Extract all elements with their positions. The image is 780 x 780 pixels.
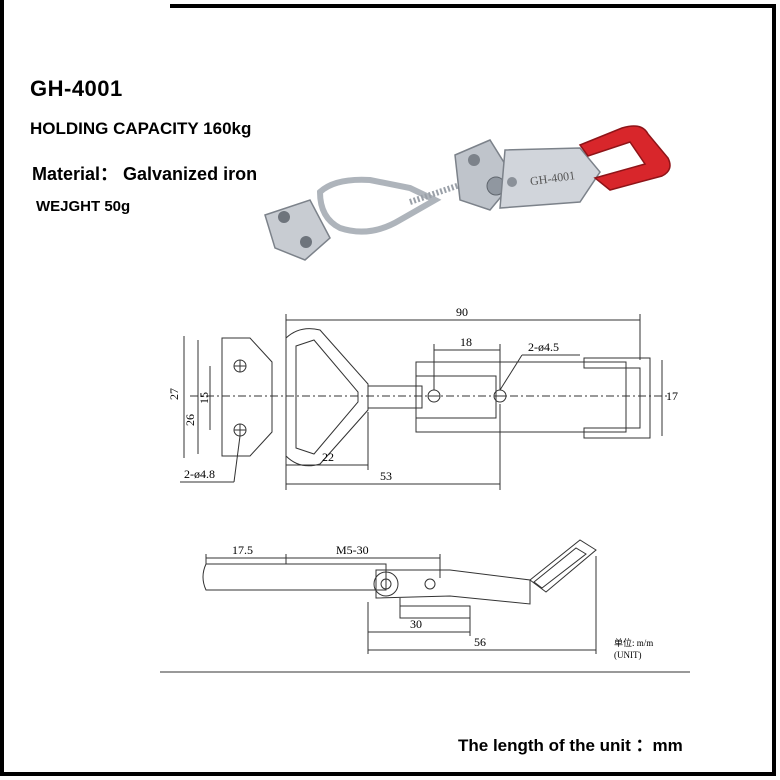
material-text: Material： Galvanized iron [32,164,258,184]
frame-left-border [0,0,4,776]
dim-height-right: 17 [666,389,678,403]
dim-base-to-hole: 53 [380,469,392,483]
side-view-drawing: 17.5 M5-30 30 56 单位: m/m (UNIT) [160,539,690,673]
dim-holes-left: 2-ø4.8 [184,467,215,481]
dim-height-outer: 27 [167,388,181,400]
unit-label: 单位: m/m [614,637,653,648]
weight-text: WEJGHT 50g [36,198,131,215]
dim-hole-spacing: 18 [460,335,472,349]
unit-note: The length of the unit ：mm [458,736,683,755]
dim-overall: 90 [456,305,468,319]
frame-bottom-border [0,772,776,776]
holding-capacity-text: HOLDING CAPACITY 160kg [30,119,252,138]
model-title: GH-4001 [30,76,123,101]
dim-thread: M5-30 [336,543,369,557]
dim-rod: 17.5 [232,543,253,557]
dim-loop-width: 22 [322,450,334,464]
dim-height-inner: 26 [183,414,197,426]
dim-base: 30 [410,617,422,631]
photo-engraving: GH-4001 [529,168,576,188]
top-view-drawing: 90 18 2-ø4.5 17 27 26 15 22 53 2-ø4.8 [167,305,678,490]
dim-hole-pitch: 15 [197,392,211,404]
dim-length: 56 [474,635,486,649]
frame-right-border [772,4,776,776]
product-photo: GH-4001 [264,125,671,261]
unit-label-en: (UNIT) [614,650,642,660]
dim-holes-right: 2-ø4.5 [528,340,559,354]
frame-top-border [170,4,776,8]
